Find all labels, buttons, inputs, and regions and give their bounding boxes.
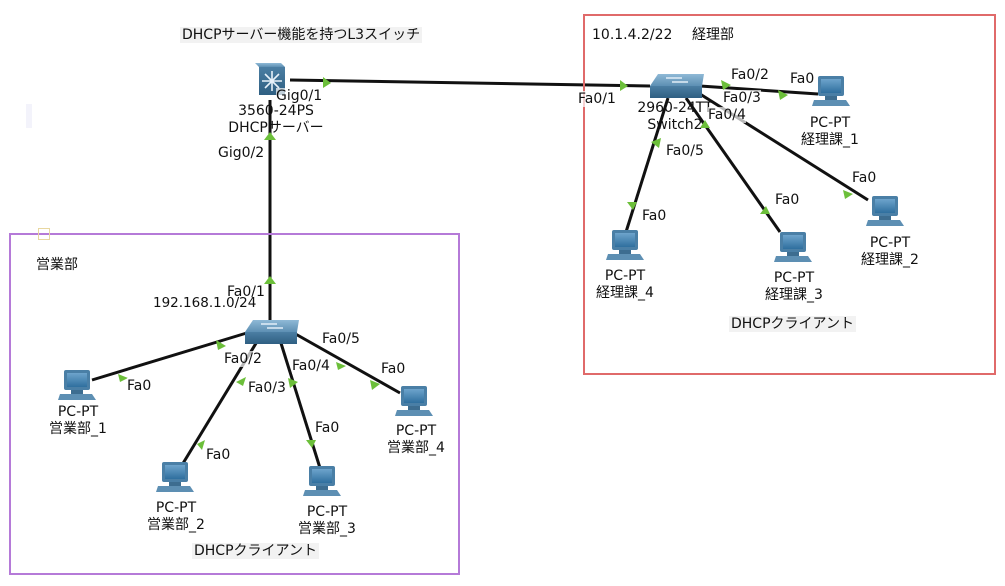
pc-icon [812,76,850,106]
eigyo-area [9,233,460,575]
pc-icon [395,386,433,416]
switch1-uplink-port: Fa0/1 [227,284,265,300]
pc-eigyo-4-port: Fa0 [381,361,406,377]
switch1-port-fa0-2: Fa0/2 [224,351,262,367]
eigyo-client-label: DHCPクライアント [192,543,319,559]
pc-eigyo-3[interactable] [303,464,343,502]
link-lights [118,77,853,450]
pc-eigyo-2[interactable] [156,460,196,498]
pc-eigyo-2-port: Fa0 [206,447,231,463]
switch1-port-fa0-4: Fa0/4 [292,358,330,374]
pc-eigyo-3-port: Fa0 [315,420,340,436]
switch1-port-fa0-3: Fa0/3 [248,380,286,396]
pc-keiri-4-port: Fa0 [642,208,667,224]
pc-keiri-3-port: Fa0 [775,192,800,208]
pc-icon [58,370,96,400]
switch2-port-fa0-5: Fa0/5 [666,143,704,159]
pc-icon [866,196,904,226]
small-note-marker [38,228,50,240]
switch-icon [245,320,299,344]
link-switch1-pc1[interactable] [91,330,251,382]
faint-marker [26,104,32,128]
switch1-port-fa0-5: Fa0/5 [322,331,360,347]
pc-icon [606,230,644,260]
pc-icon [303,466,341,496]
pc-keiri-3[interactable] [774,230,814,268]
pc-icon [156,462,194,492]
pc-eigyo-1[interactable] [58,368,98,406]
switch-icon [650,74,704,98]
pc-keiri-2-port: Fa0 [852,170,877,186]
switch2-uplink-port: Fa0/1 [578,91,616,107]
switch2-port-fa0-2: Fa0/2 [731,67,769,83]
switch1-device[interactable] [243,318,299,346]
keiri-client-label: DHCPクライアント [729,316,856,332]
pc-eigyo-4[interactable] [395,384,435,422]
switch2-port-fa0-3: Fa0/3 [723,90,761,106]
page-title: DHCPサーバー機能を持つL3スイッチ [180,27,423,43]
pc-keiri-1-port: Fa0 [790,71,815,87]
keiri-subnet: 10.1.4.2/22 [592,27,673,43]
eigyo-subnet: 192.168.1.0/24 [153,295,257,311]
link-switch1-pc3[interactable] [278,339,322,469]
keiri-area-label: 経理部 [692,27,734,43]
pc-keiri-4[interactable] [606,228,646,266]
link-switch1-pc4[interactable] [291,330,401,395]
pc-icon [774,232,812,262]
pc-eigyo-1-port: Fa0 [127,378,152,394]
pc-keiri-2[interactable] [866,194,906,232]
port-gig0-2: Gig0/2 [218,145,265,161]
switch2-label: 2960-24TT Switch2 [637,100,713,133]
switch2-port-fa0-4: Fa0/4 [708,107,746,123]
keiri-area [583,14,996,375]
switch2-device[interactable] [648,72,704,100]
link-l3-to-switch2[interactable] [289,78,651,88]
port-gig0-1: Gig0/1 [276,88,323,104]
eigyo-area-label: 営業部 [36,257,78,273]
l3-switch-label: 3560-24PS DHCPサーバー [228,103,324,136]
pc-keiri-1[interactable] [812,74,852,112]
